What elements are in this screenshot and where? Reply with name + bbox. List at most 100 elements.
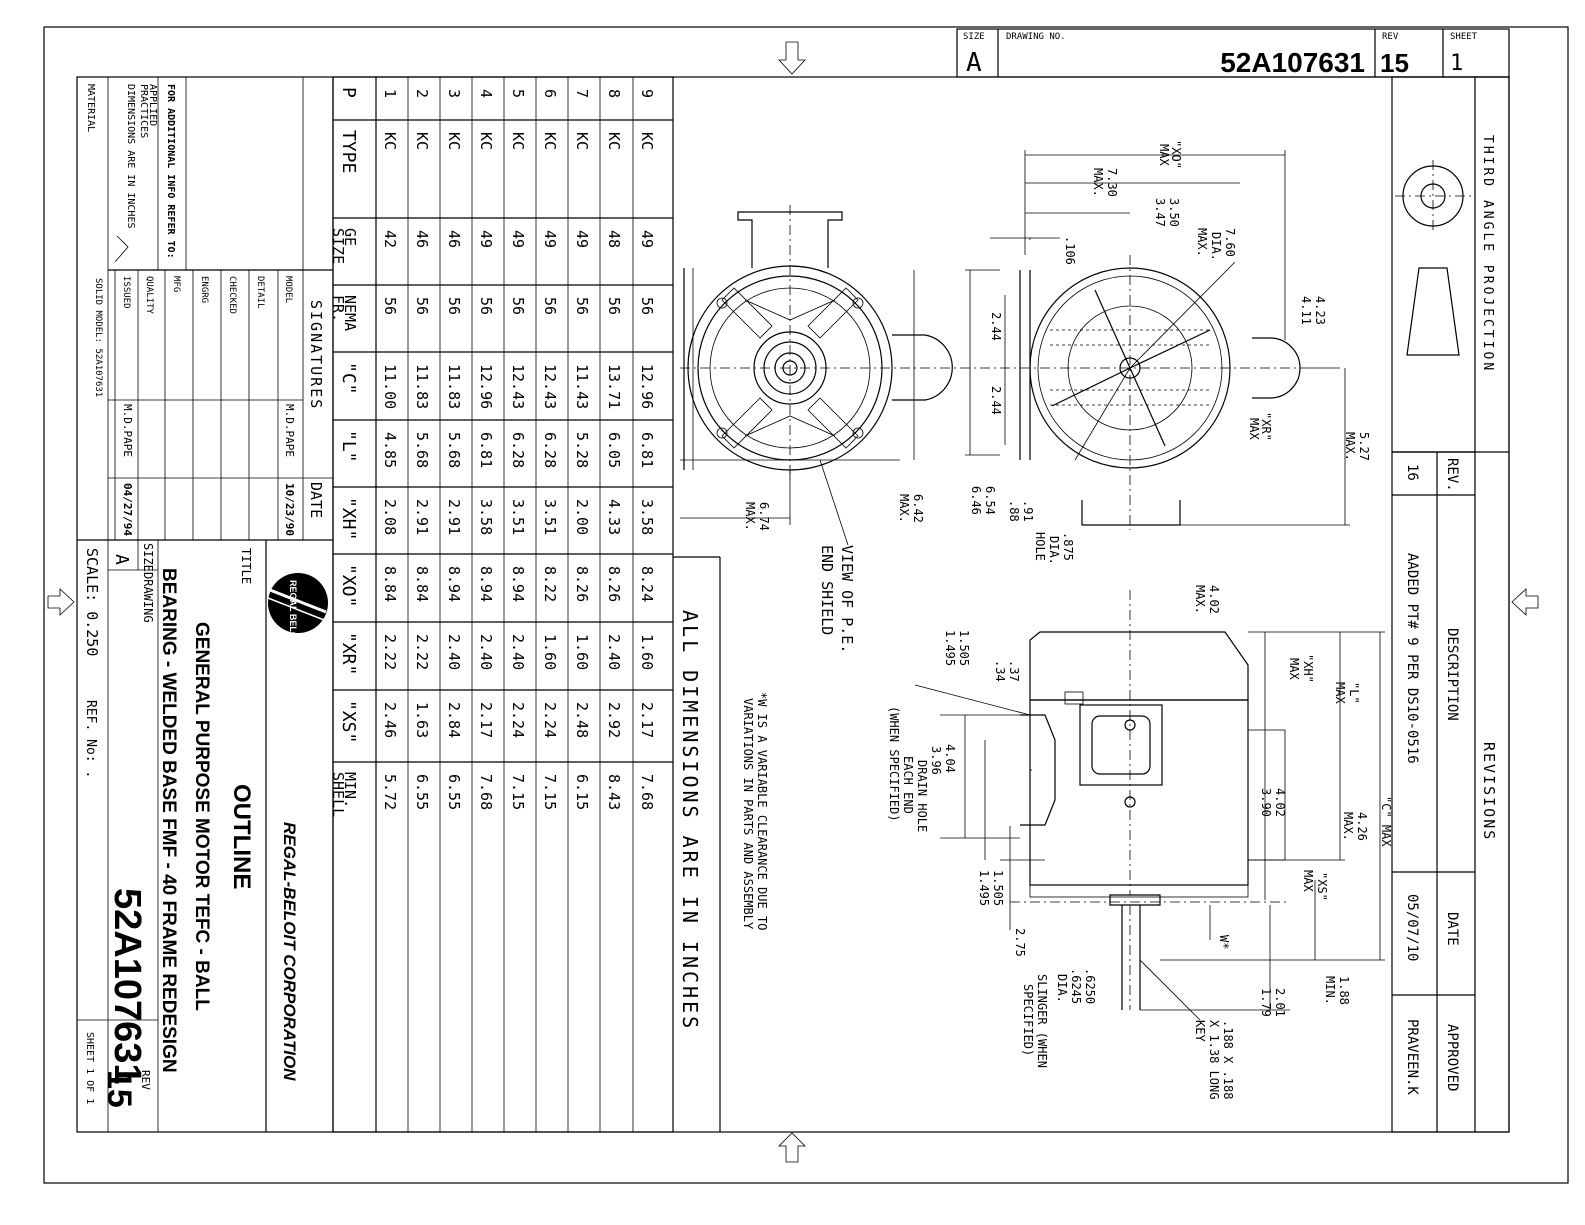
check-mark — [114, 235, 129, 263]
table-cell: KC — [477, 132, 495, 150]
table-cell: 1.63 — [413, 702, 431, 738]
table-cell: 48 — [605, 230, 623, 248]
role-issued: ISSUED — [121, 276, 131, 309]
table-cell: 7.15 — [541, 774, 559, 810]
table-cell: 2.40 — [509, 634, 527, 670]
centering-arrow-right — [1511, 588, 1539, 616]
info-block: FOR ADDITIONAL INFO REFER TO: APPLIED PR… — [77, 77, 333, 541]
dim-396: 3.96 — [929, 746, 943, 775]
table-cell: 49 — [541, 230, 559, 248]
table-header: "XS" — [338, 700, 359, 743]
dim-l: "L" — [1347, 682, 1361, 704]
table-cell: 2.40 — [477, 634, 495, 670]
table-header: "XO" — [338, 564, 359, 607]
dim-402b: 4.02 — [1273, 788, 1287, 817]
issued-date: 04/27/94 — [121, 483, 134, 536]
table-cell: 13.71 — [605, 364, 623, 409]
table-cell: 8.43 — [605, 774, 623, 810]
table-cell: 2.40 — [605, 634, 623, 670]
dim-347: 3.47 — [1153, 198, 1167, 227]
role-checked: CHECKED — [227, 276, 237, 314]
revisions-block: THIRD ANGLE PROJECTION REVISIONS REV. DE… — [1391, 76, 1510, 1133]
projection-symbol — [1395, 160, 1471, 356]
model-date: 10/23/90 — [283, 483, 296, 536]
table-cell: 46 — [413, 230, 431, 248]
rev-col-date: DATE — [1444, 912, 1460, 946]
dim-275: 2.75 — [1013, 928, 1027, 957]
dim-527: 5.27 — [1357, 432, 1371, 461]
dim-654: 6.54 — [983, 486, 997, 515]
table-cell: 6.15 — [573, 774, 591, 810]
dim-350: 3.50 — [1167, 198, 1181, 227]
dim-slinger-2: SPECIFIED) — [1021, 984, 1035, 1056]
role-engrg: ENGRG — [199, 276, 209, 303]
model-signature: M.D.PAPE — [283, 404, 296, 457]
dim-760: 7.60 — [1223, 228, 1237, 257]
table-cell: 11.43 — [573, 364, 591, 409]
dimension-table: PTYPEGESIZENEMAFR."C""L""XH""XO""XR""XS"… — [329, 76, 674, 1133]
role-model: MODEL — [283, 276, 293, 303]
table-cell: 56 — [413, 297, 431, 315]
table-cell: 3 — [445, 89, 463, 98]
table-cell: 9 — [638, 89, 656, 98]
notes: ALL DIMENSIONS ARE IN INCHES *W IS A VAR… — [673, 556, 769, 1132]
table-cell: 8.94 — [477, 566, 495, 602]
solid-model: SOLID MODEL: 52A107631 — [93, 278, 103, 397]
issued-signature: M.D.PAPE — [121, 404, 134, 457]
dim-xh: "XH" — [1301, 654, 1315, 683]
table-cell: 3.51 — [541, 499, 559, 535]
signatures-label: SIGNATURES — [307, 300, 325, 410]
table-cell: 1 — [381, 89, 399, 98]
outer-border — [43, 26, 1569, 1184]
table-cell: 2.08 — [381, 499, 399, 535]
table-cell: 46 — [445, 230, 463, 248]
table-cell: 56 — [573, 297, 591, 315]
table-cell: 7 — [573, 89, 591, 98]
dim-411: 4.11 — [1299, 296, 1313, 325]
company-name: REGAL-BELOIT CORPORATION — [280, 822, 299, 1081]
table-cell: 6 — [541, 89, 559, 98]
dim-730: 7.30 — [1105, 168, 1119, 197]
dim-760-dia: DIA. — [1209, 232, 1223, 261]
tb-rev-label: REV — [139, 1070, 152, 1090]
dim-642: 6.42 — [911, 494, 925, 523]
dim-646: 6.46 — [969, 486, 983, 515]
rev-row-description: AADED PT# 9 PER DS10-0516 — [1404, 553, 1420, 764]
table-cell: 3.58 — [477, 499, 495, 535]
view-pe-2: END SHIELD — [818, 545, 836, 635]
table-cell: KC — [381, 132, 399, 150]
top-sheet-label: SHEET — [1450, 32, 1478, 42]
table-cell: 2.48 — [573, 702, 591, 738]
table-cell: 6.28 — [541, 432, 559, 468]
table-cell: 2.22 — [413, 634, 431, 670]
rev-col-description: DESCRIPTION — [1444, 628, 1460, 721]
table-cell: 2.17 — [638, 702, 656, 738]
role-mfg: MFG — [171, 276, 181, 292]
dim-404: 4.04 — [943, 744, 957, 773]
dim-1505b: 1.505 — [991, 870, 1005, 906]
table-cell: 6.81 — [638, 432, 656, 468]
rev-col-approved: APPROVED — [1444, 1024, 1460, 1091]
tb-drawing-no: 52A107631 — [106, 888, 148, 1085]
centering-arrow-bottom — [778, 1132, 806, 1163]
tb-size-value: A — [111, 554, 132, 565]
table-cell: 56 — [509, 297, 527, 315]
regal-beloit-logo: REGAL BELOIT — [267, 573, 328, 647]
dim-xo-max: MAX — [1157, 144, 1171, 166]
table-cell: 12.43 — [509, 364, 527, 409]
table-cell: 6.05 — [605, 432, 623, 468]
table-cell: 56 — [477, 297, 495, 315]
table-cell: KC — [605, 132, 623, 150]
tb-size-label: SIZE — [141, 543, 155, 572]
info-applied: APPLIED — [147, 84, 158, 126]
table-cell: KC — [509, 132, 527, 150]
table-cell: 6.81 — [477, 432, 495, 468]
table-header: NEMA — [341, 295, 359, 331]
dim-426: 4.26 — [1355, 812, 1369, 841]
table-cell: 2.84 — [445, 702, 463, 738]
table-cell: 49 — [477, 230, 495, 248]
dim-875: .875 — [1061, 532, 1075, 561]
dim-drain-2: EACH END — [901, 756, 915, 814]
centering-arrow-left — [47, 588, 75, 616]
